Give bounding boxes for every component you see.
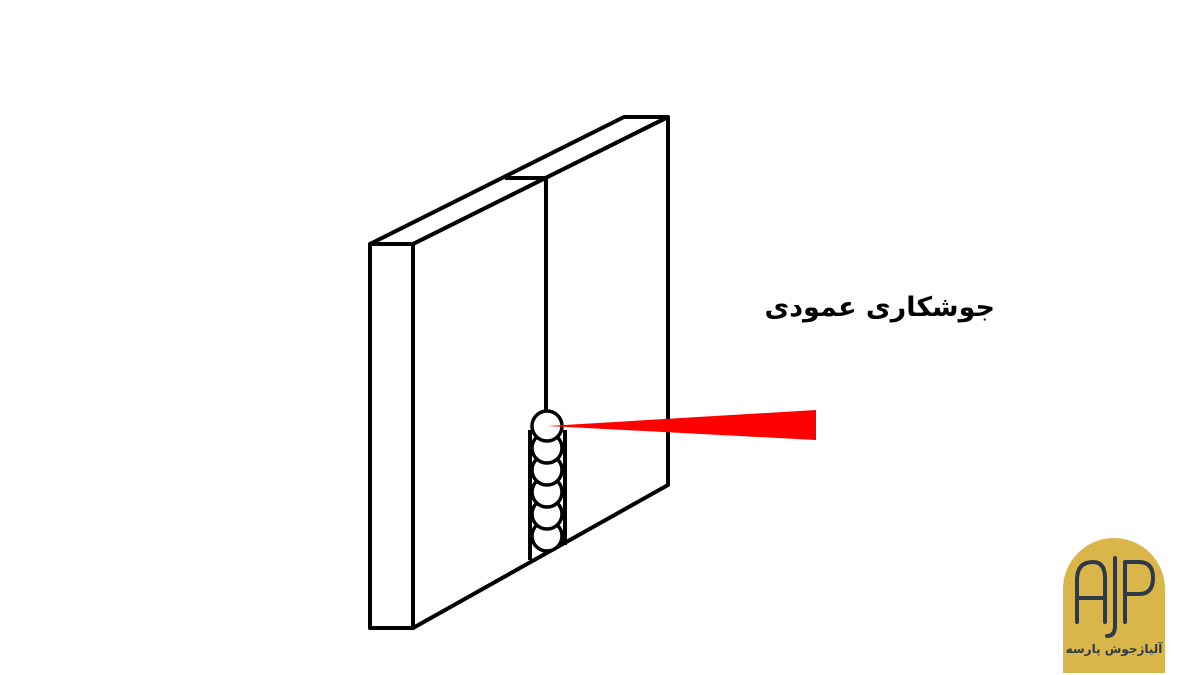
weld-bead-stack: [530, 409, 564, 553]
plate-front-edge: [368, 242, 415, 630]
logo-text: آلیاژجوش پارسه: [1065, 642, 1163, 656]
logo-letter-a: [1075, 560, 1107, 624]
logo-letter-p: [1123, 560, 1155, 624]
welding-arc-wedge: [548, 410, 816, 440]
logo-letter-j: [1105, 556, 1117, 638]
company-logo: آلیاژجوش پارسه: [1063, 538, 1165, 673]
caption-vertical-welding: جوشکاری عمودی: [764, 292, 995, 323]
plate-top-edge: [368, 115, 670, 246]
logo-monogram-icon: [1075, 556, 1155, 638]
plate-face: [411, 115, 670, 630]
